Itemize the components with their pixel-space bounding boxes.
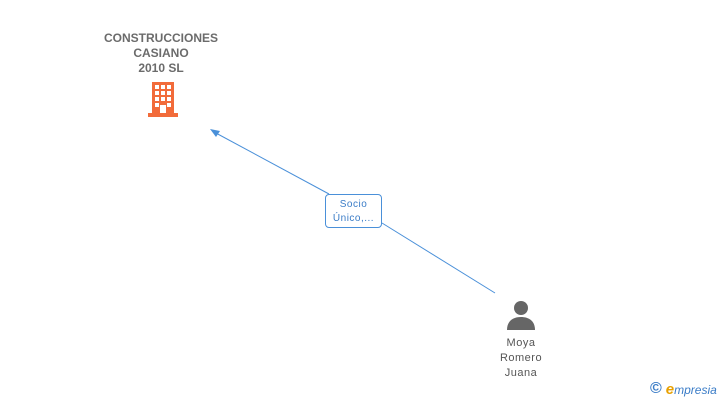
person-name[interactable]: Moya Romero Juana <box>471 336 571 381</box>
building-icon[interactable] <box>147 82 179 117</box>
company-name[interactable]: CONSTRUCCIONES CASIANO 2010 SL <box>86 31 236 76</box>
person-name-line-2: Romero <box>499 352 543 364</box>
edge-line-upper <box>213 131 330 195</box>
edge-line-lower <box>381 222 496 294</box>
logo-first-letter: e <box>665 380 675 398</box>
copyright-icon: © <box>650 380 662 397</box>
logo-rest: mpresia <box>674 382 717 397</box>
person-name-line-3: Juana <box>504 367 538 379</box>
person-name-line-1: Moya <box>506 337 536 349</box>
person-icon[interactable] <box>506 300 536 330</box>
company-name-line-1: CONSTRUCCIONES <box>103 31 218 45</box>
company-name-line-2: CASIANO <box>133 46 189 60</box>
company-name-line-3: 2010 SL <box>138 61 184 75</box>
relationship-label-line-2: Único,... <box>332 213 375 224</box>
edge-arrowhead <box>210 129 220 137</box>
relationship-label-line-1: Socio <box>339 199 368 210</box>
empresia-logo: empresia <box>666 381 717 398</box>
relationship-label[interactable]: Socio Único,... <box>325 194 382 228</box>
empresia-watermark: © empresia <box>650 380 717 398</box>
